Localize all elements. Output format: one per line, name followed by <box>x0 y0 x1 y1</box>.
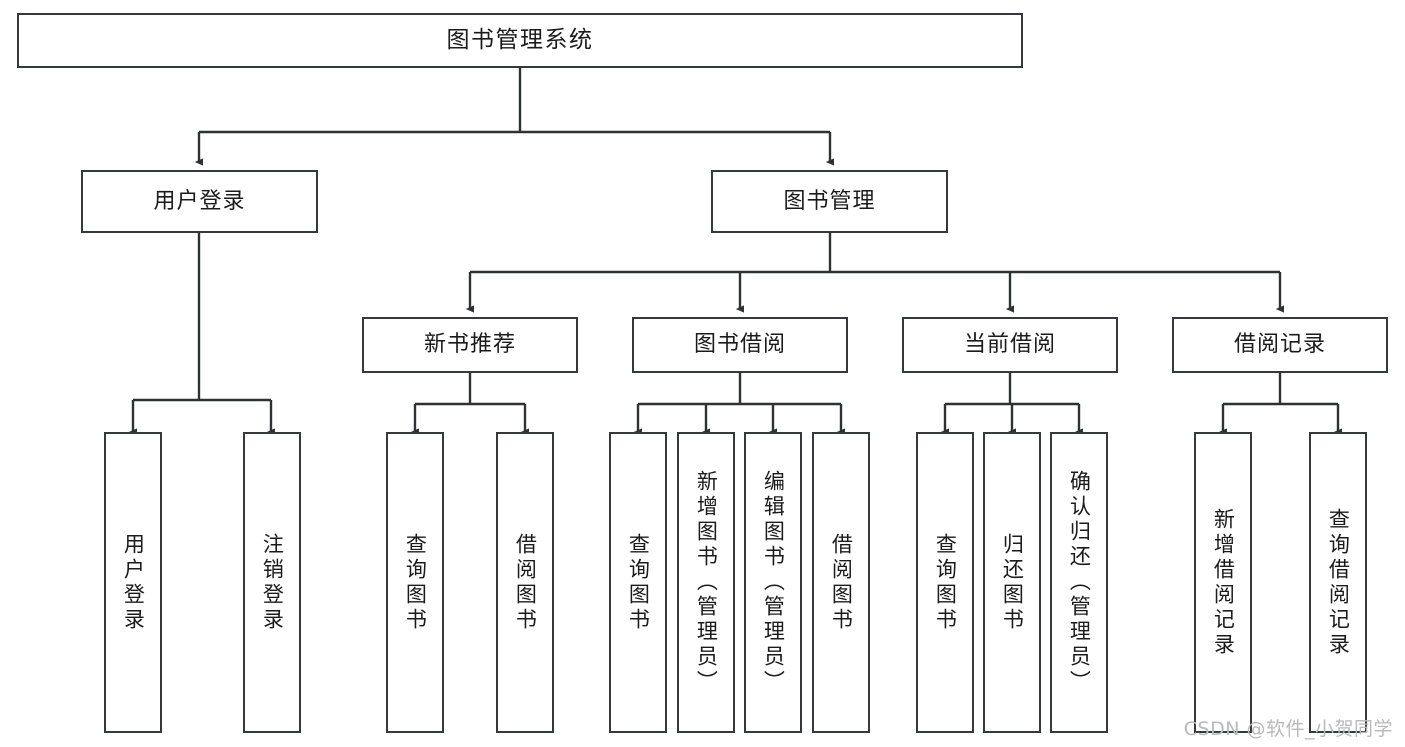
leaf-label: 新增借阅记录 <box>1211 507 1236 658</box>
leaf-record-query-record[interactable]: 查询借阅记录 <box>1309 432 1367 733</box>
node-book-borrow[interactable]: 图书借阅 <box>632 317 848 373</box>
leaf-borrow-add-book[interactable]: 新增图书（管理员） <box>677 432 735 733</box>
node-new-book-recommend-label: 新书推荐 <box>423 332 516 358</box>
watermark-text: CSDN @软件_小贺同学 <box>1183 718 1393 740</box>
leaf-current-confirm-return[interactable]: 确认归还（管理员） <box>1050 432 1108 733</box>
node-borrow-record-label: 借阅记录 <box>1233 332 1326 358</box>
leaf-user-login-login[interactable]: 用户登录 <box>104 432 162 733</box>
leaf-label: 借阅图书 <box>513 532 538 633</box>
leaf-label: 归还图书 <box>1000 532 1025 633</box>
leaf-recommend-query-book[interactable]: 查询图书 <box>386 432 444 733</box>
node-current-borrow[interactable]: 当前借阅 <box>902 317 1118 373</box>
node-root-label: 图书管理系统 <box>446 26 594 53</box>
leaf-borrow-edit-book[interactable]: 编辑图书（管理员） <box>744 432 802 733</box>
leaf-label: 借阅图书 <box>829 532 854 633</box>
leaf-recommend-borrow-book[interactable]: 借阅图书 <box>496 432 554 733</box>
leaf-label: 注销登录 <box>260 532 285 633</box>
leaf-record-add-record[interactable]: 新增借阅记录 <box>1194 432 1252 733</box>
leaf-borrow-borrow-book[interactable]: 借阅图书 <box>812 432 870 733</box>
node-root[interactable]: 图书管理系统 <box>17 13 1023 68</box>
node-book-management-label: 图书管理 <box>783 188 876 214</box>
leaf-label: 查询图书 <box>403 532 428 633</box>
leaf-label: 查询图书 <box>933 532 958 633</box>
leaf-label: 编辑图书（管理员） <box>761 470 786 695</box>
leaf-label: 查询借阅记录 <box>1326 507 1351 658</box>
node-book-borrow-label: 图书借阅 <box>693 332 786 358</box>
leaf-label: 确认归还（管理员） <box>1067 470 1092 695</box>
leaf-current-query-book[interactable]: 查询图书 <box>916 432 974 733</box>
node-new-book-recommend[interactable]: 新书推荐 <box>362 317 578 373</box>
node-borrow-record[interactable]: 借阅记录 <box>1172 317 1388 373</box>
node-book-management[interactable]: 图书管理 <box>711 170 948 233</box>
leaf-user-login-logout[interactable]: 注销登录 <box>243 432 301 733</box>
node-user-login[interactable]: 用户登录 <box>81 170 318 233</box>
leaf-label: 用户登录 <box>121 532 146 633</box>
leaf-current-return-book[interactable]: 归还图书 <box>983 432 1041 733</box>
leaf-borrow-query-book[interactable]: 查询图书 <box>609 432 667 733</box>
leaf-label: 新增图书（管理员） <box>694 470 719 695</box>
node-current-borrow-label: 当前借阅 <box>963 332 1056 358</box>
leaf-label: 查询图书 <box>626 532 651 633</box>
node-user-login-label: 用户登录 <box>153 188 246 214</box>
